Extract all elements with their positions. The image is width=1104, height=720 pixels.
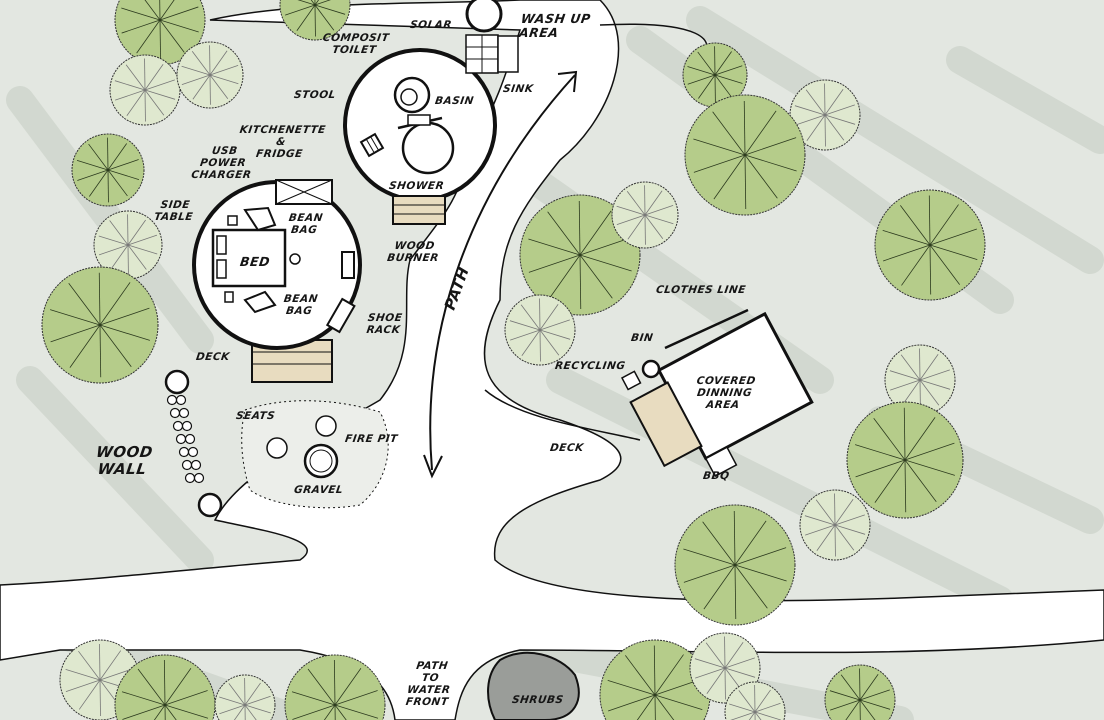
log-icon bbox=[190, 459, 202, 471]
label-bin: BIN bbox=[630, 332, 655, 344]
label-covered-dining-area: COVERED DINNING AREA bbox=[695, 375, 757, 411]
tree-icon bbox=[93, 210, 163, 280]
label-wood-wall: WOOD WALL bbox=[95, 443, 155, 478]
label-path-to-water-front: PATH TO WATER FRONT bbox=[404, 660, 452, 708]
label-shrubs: SHRUBS bbox=[511, 694, 565, 706]
tree-icon bbox=[114, 654, 216, 720]
label-seats: SEATS bbox=[235, 410, 276, 422]
tree-icon bbox=[71, 133, 145, 207]
log-icon bbox=[166, 394, 178, 406]
tree-icon bbox=[799, 489, 871, 561]
tree-icon bbox=[284, 654, 386, 720]
log-icon bbox=[178, 446, 190, 458]
tree-icon bbox=[884, 344, 956, 416]
label-recycling: RECYCLING bbox=[554, 360, 627, 372]
tree-icon bbox=[504, 294, 576, 366]
trees bbox=[41, 0, 986, 720]
log-icon bbox=[178, 407, 190, 419]
fire-pit-area bbox=[241, 400, 389, 509]
tree-icon bbox=[279, 0, 351, 41]
tree-icon bbox=[682, 42, 748, 108]
label-usb-power-charger: USB POWER CHARGER bbox=[190, 145, 253, 181]
bathroom-pod bbox=[343, 0, 519, 225]
label-bed: BED bbox=[239, 254, 272, 269]
label-solar: SOLAR bbox=[409, 19, 453, 31]
log-icon bbox=[193, 472, 205, 484]
label-side-table: SIDE TABLE bbox=[153, 199, 194, 223]
label-wood-burner: WOOD BURNER bbox=[386, 240, 440, 264]
label-fire-pit: FIRE PIT bbox=[344, 433, 399, 445]
tree-icon bbox=[176, 41, 244, 109]
label-basin: BASIN bbox=[434, 95, 475, 107]
log-icon bbox=[184, 472, 196, 484]
tree-icon bbox=[874, 189, 986, 301]
label-bean-bag-top: BEAN BAG bbox=[288, 212, 324, 236]
log-icon bbox=[187, 446, 199, 458]
log-icon bbox=[175, 394, 187, 406]
tree-icon bbox=[684, 94, 806, 216]
log-icon bbox=[169, 407, 181, 419]
label-bbq: BBQ bbox=[702, 470, 731, 482]
wood-wall bbox=[164, 369, 223, 518]
tree-icon bbox=[846, 401, 964, 519]
label-composit-toilet: COMPOSIT TOILET bbox=[322, 32, 391, 56]
tree-icon bbox=[611, 181, 679, 249]
tree-icon bbox=[674, 504, 796, 626]
label-wash-up-area: WASH UP AREA bbox=[518, 11, 592, 40]
log-icon bbox=[184, 433, 196, 445]
sleeping-pod bbox=[192, 179, 362, 383]
label-sink: SINK bbox=[502, 83, 535, 95]
tree-icon bbox=[109, 54, 181, 126]
shrubs bbox=[487, 651, 580, 720]
label-deck-pod: DECK bbox=[195, 351, 231, 363]
tree-icon bbox=[519, 194, 641, 316]
log-icon bbox=[181, 459, 193, 471]
tree-icon bbox=[824, 664, 896, 720]
dining-area bbox=[629, 311, 814, 478]
label-gravel: GRAVEL bbox=[293, 484, 344, 496]
tree-icon bbox=[724, 681, 786, 720]
tree-icon bbox=[214, 674, 276, 720]
tree-icon bbox=[41, 266, 159, 384]
label-shower: SHOWER bbox=[388, 180, 445, 192]
tree-icon bbox=[114, 0, 206, 66]
tree-icon bbox=[789, 79, 861, 151]
label-shoe-rack: SHOE RACK bbox=[365, 312, 404, 336]
label-clothes-line: CLOTHES LINE bbox=[655, 284, 747, 296]
label-deck-dining: DECK bbox=[549, 442, 585, 454]
log-icon bbox=[172, 420, 184, 432]
log-icon bbox=[175, 433, 187, 445]
label-bean-bag-bottom: BEAN BAG bbox=[283, 293, 319, 317]
label-stool: STOOL bbox=[293, 89, 337, 101]
log-icon bbox=[181, 420, 193, 432]
path-arrow bbox=[423, 70, 578, 479]
